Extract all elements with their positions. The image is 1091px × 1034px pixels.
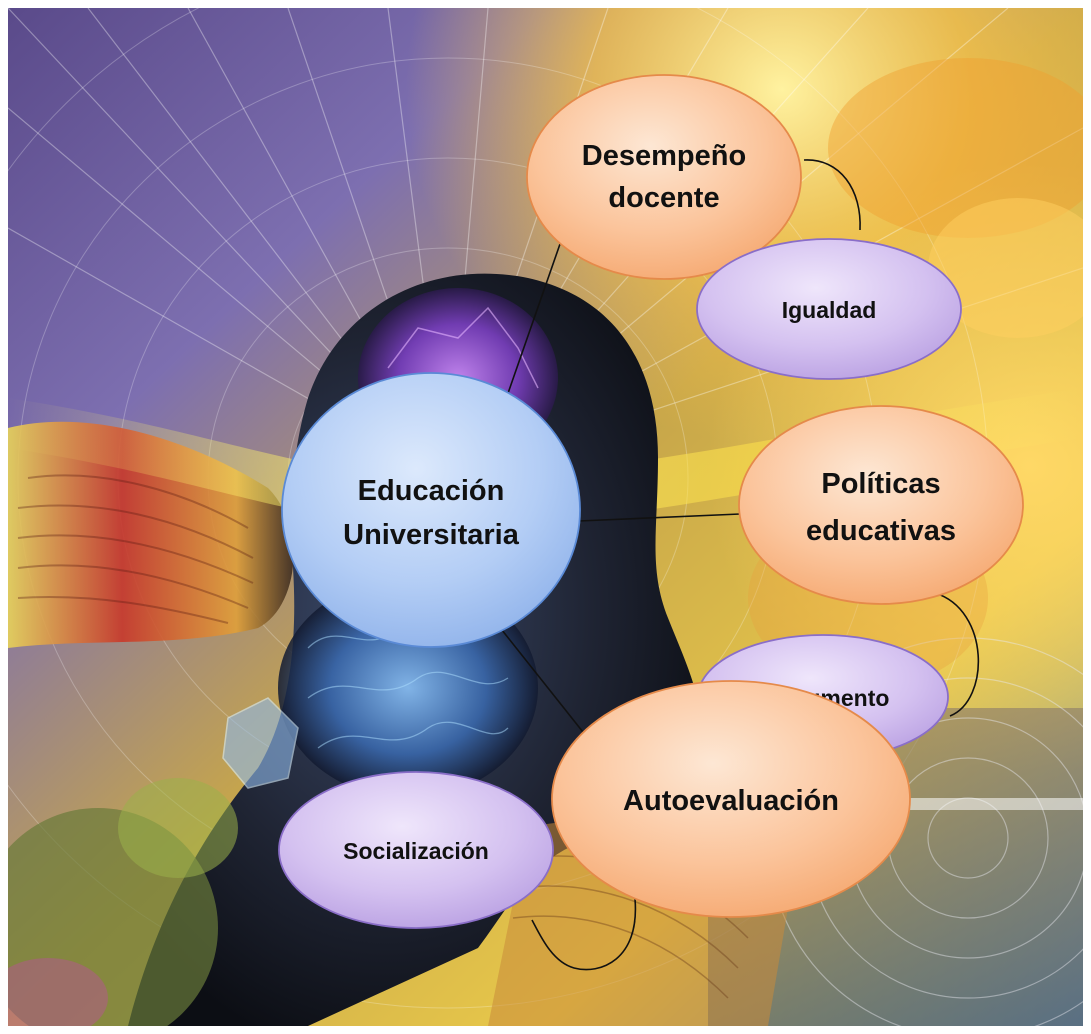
node-igualdad-label: Igualdad xyxy=(782,297,877,323)
node-socializacion-label: Socialización xyxy=(343,838,489,864)
node-autoevaluacion: Autoevaluación xyxy=(551,680,911,918)
node-desempeno-line2: docente xyxy=(608,182,719,214)
node-socializacion: Socialización xyxy=(278,771,554,929)
node-educacion-universitaria: Educación Universitaria xyxy=(281,372,581,648)
node-politicas-line1: Políticas xyxy=(821,468,940,500)
node-center-line1: Educación xyxy=(358,475,505,507)
node-center-line2: Universitaria xyxy=(343,519,520,551)
node-politicas-educativas: Políticas educativas xyxy=(738,405,1024,605)
node-igualdad: Igualdad xyxy=(696,238,962,380)
connector-center-desempeno xyxy=(505,243,561,400)
node-autoevaluacion-label: Autoevaluación xyxy=(623,785,839,817)
connector-center-politicas xyxy=(578,513,741,522)
connector-desempeno-igualdad xyxy=(803,159,861,231)
node-desempeno-line1: Desempeño xyxy=(582,140,746,172)
connector-autoevaluacion-socializacion xyxy=(531,898,637,971)
connector-politicas-instrumento xyxy=(934,592,980,717)
node-politicas-line2: educativas xyxy=(806,515,956,547)
node-desempeno-docente: Desempeño docente xyxy=(526,74,802,280)
